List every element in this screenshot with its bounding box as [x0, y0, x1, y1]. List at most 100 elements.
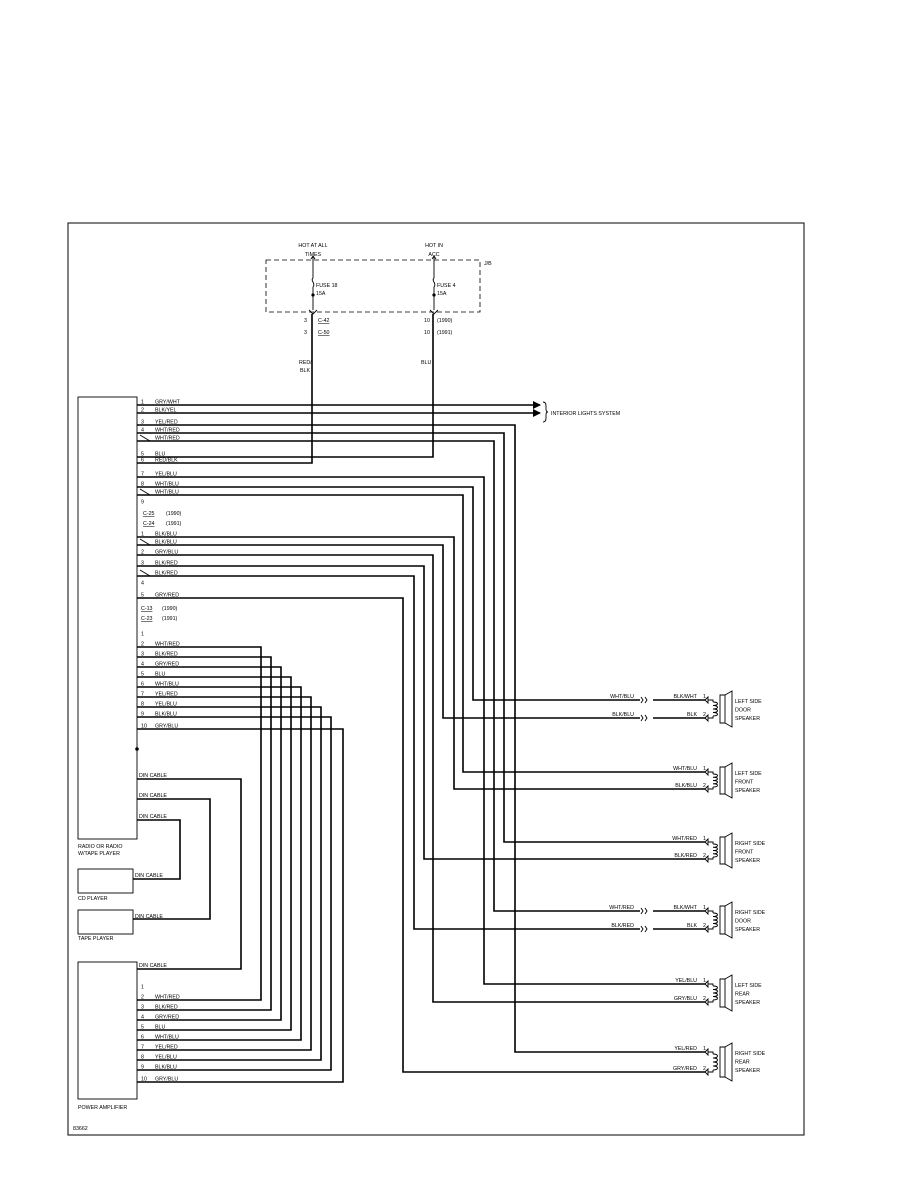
conn-right-note-1: (1990) — [437, 318, 453, 324]
amp-wire-7 — [137, 696, 312, 1051]
amp-wire-8 — [137, 706, 322, 1061]
fuse-left-icon — [311, 277, 315, 288]
amp-wire-4 — [137, 666, 282, 1021]
wire-left-label-1: RED/ — [299, 360, 312, 366]
speaker-coil-icon — [712, 843, 718, 858]
speaker-name: SPEAKER — [735, 927, 760, 933]
figure-id: 83662 — [73, 1126, 88, 1132]
wire-color-label: WHT/RED — [155, 642, 180, 648]
power-wire-red-blk — [137, 314, 313, 464]
conn-mid-name-2: C-24 — [143, 521, 155, 527]
din-label-2: DIN CABLE — [139, 793, 167, 799]
conn-low-name-1: C-13 — [141, 606, 153, 612]
pin-number: 9 — [141, 500, 144, 506]
speaker-pin: 2 — [703, 712, 706, 718]
fuse-right-rating: 15A — [437, 291, 447, 297]
speaker-name: RIGHT SIDE — [735, 1051, 766, 1057]
fuse-right-icon — [432, 277, 436, 288]
wire-right-label: BLU — [421, 360, 431, 366]
din-label-1: DIN CABLE — [139, 773, 167, 779]
speaker-lead — [708, 716, 714, 719]
speaker-lead — [708, 927, 714, 930]
speaker-pin: 2 — [703, 1066, 706, 1072]
wire-color-label: BLK/RED — [155, 652, 178, 658]
pin-number: 9 — [141, 712, 144, 718]
brace-icon — [542, 401, 549, 423]
pin-number: 1 — [141, 400, 144, 406]
tape-din-label: DIN CABLE — [135, 914, 163, 920]
speaker-coil-icon — [712, 701, 718, 717]
speaker-pin: 1 — [703, 766, 706, 772]
conn-left-name-1: C-42 — [318, 318, 330, 324]
radio-unit — [77, 396, 138, 840]
power-left-label-1: HOT AT ALL — [298, 243, 327, 249]
wire-color-label: WHT/RED — [155, 995, 180, 1001]
connector-break-icon — [640, 696, 648, 704]
speaker-coil-icon — [712, 985, 718, 1001]
speaker-magnet-icon — [719, 1046, 726, 1078]
speaker-pin: 2 — [703, 783, 706, 789]
pin-number: 7 — [141, 1045, 144, 1051]
power-right-label-2: ACC — [428, 252, 439, 258]
conn-mid-note-2: (1991) — [166, 521, 182, 527]
din-cable-tape — [133, 798, 211, 920]
conn-mid-name-1: C-25 — [143, 511, 155, 517]
wire-wht-red-a — [137, 432, 705, 843]
speaker-lead — [708, 771, 714, 774]
speaker-name: LEFT SIDE — [735, 983, 762, 989]
speaker-name: REAR — [735, 1060, 750, 1066]
speaker-cone-icon — [724, 1042, 733, 1082]
wire-wht-red-b — [137, 440, 640, 912]
speaker-name: SPEAKER — [735, 716, 760, 722]
speaker-wire-label: WHT/BLU — [610, 694, 634, 700]
speaker-terminal-label: BLK/WHT — [673, 905, 697, 911]
speaker-name: REAR — [735, 992, 750, 998]
pin-number: 1 — [141, 532, 144, 538]
power-amplifier-box — [77, 961, 138, 1100]
speaker-name: DOOR — [735, 919, 751, 925]
wire-color-label: GRY/RED — [155, 593, 179, 599]
wire-color-label: WHT/RED — [155, 436, 180, 442]
wire-wht-blu-a — [137, 486, 640, 701]
wire-color-label: BLU — [155, 672, 165, 678]
pin-number: 5 — [141, 593, 144, 599]
speaker-pin: 1 — [703, 694, 706, 700]
wire-color-label: BLK/BLU — [155, 532, 177, 538]
pin-number: 5 — [141, 672, 144, 678]
speaker-lead — [708, 1070, 714, 1073]
speaker-terminal-label: GRY/RED — [673, 1066, 697, 1072]
wire-color-label: BLK/RED — [155, 571, 178, 577]
amp-din-label: DIN CABLE — [139, 963, 167, 969]
wire-color-label: YEL/BLU — [155, 1055, 177, 1061]
speaker-name: SPEAKER — [735, 858, 760, 864]
wire-color-label: YEL/RED — [155, 692, 178, 698]
conn-left-pin-2: 3 — [304, 330, 307, 336]
wire-color-label: GRY/BLU — [155, 724, 178, 730]
twisted-pair-icon — [139, 538, 151, 546]
speaker-terminal-label: YEL/RED — [674, 1046, 697, 1052]
pin-number: 4 — [141, 662, 144, 668]
wire-yel-red — [137, 424, 705, 1053]
speaker-coil-icon — [712, 1053, 718, 1071]
wire-gry-red — [137, 597, 705, 1073]
pin-number: 7 — [141, 472, 144, 478]
fuse-left-rating: 15A — [316, 291, 326, 297]
tape-player-label: TAPE PLAYER — [78, 936, 114, 942]
wire-color-label: BLU — [155, 1025, 165, 1031]
conn-right-note-2: (1991) — [437, 330, 453, 336]
wire-color-label: WHT/BLU — [155, 682, 179, 688]
twisted-pair-icon — [139, 569, 151, 577]
power-right-label-1: HOT IN — [425, 243, 443, 249]
pin-number: 8 — [141, 1055, 144, 1061]
speaker-terminal-label: BLK — [687, 923, 697, 929]
pin-number: 8 — [141, 482, 144, 488]
wire-color-label: BLU — [155, 452, 165, 458]
speaker-name: RIGHT SIDE — [735, 841, 766, 847]
interior-lights-label: INTERIOR LIGHTS SYSTEM — [551, 411, 620, 417]
speaker-lead — [708, 857, 714, 860]
speaker-magnet-icon — [719, 905, 726, 935]
amp-wire-5 — [137, 676, 292, 1031]
pin-number: 5 — [141, 1025, 144, 1031]
